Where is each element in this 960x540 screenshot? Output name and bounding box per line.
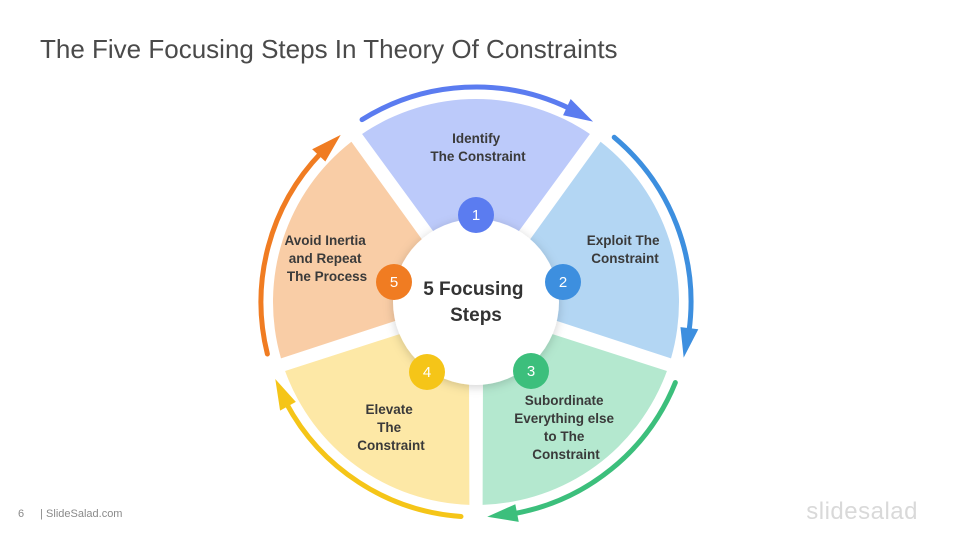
svg-text:1: 1 [472,207,480,224]
number-badges-layer: 1 2 3 4 5 [376,197,581,390]
step-1[interactable]: Identify The Constraint [359,84,594,242]
step-5-arrowhead [312,134,341,162]
step-1-arrow-arc [359,84,573,123]
step-5[interactable]: Avoid Inertia and Repeat The Process [258,134,430,359]
svg-text:2: 2 [559,274,567,291]
footer-site: | SlideSalad.com [40,508,123,520]
center-hub: 5 Focusing Steps [393,219,559,385]
step-3-arrow-arc [510,380,678,517]
step-5-label: Avoid Inertia and Repeat The Process [284,233,369,284]
step-4-label: Elevate The Constraint [357,402,425,453]
step-1-label: Identify The Constraint [430,131,526,164]
slide-title: The Five Focusing Steps In Theory Of Con… [40,34,618,64]
step-2-arrowhead [680,327,699,358]
svg-text:5: 5 [390,274,398,291]
step-5-arrow-arc [258,150,324,357]
step-4-arrowhead [275,379,296,411]
step-1-number-badge: 1 [458,197,494,233]
brand-logo: slidesalad [806,498,918,525]
step-2-number-badge: 2 [545,264,581,300]
step-2[interactable]: Exploit The Constraint [522,134,699,359]
step-3-number-badge: 3 [513,353,549,389]
step-2-arrow-arc [611,134,694,335]
step-5-segment [273,141,430,359]
step-2-segment [522,141,679,359]
page-number: 6 [18,508,25,520]
slide-footer: 6 | SlideSalad.com [18,508,122,520]
step-1-segment [362,99,590,242]
step-2-label: Exploit The Constraint [587,233,664,266]
center-label: 5 Focusing Steps [423,279,529,326]
step-4-arrow-arc [283,400,464,519]
step-4-number-badge: 4 [409,354,445,390]
step-5-number-badge: 5 [376,264,412,300]
step-3-label: Subordinate Everything else to The Const… [514,393,618,462]
svg-text:4: 4 [423,364,431,381]
step-1-arrowhead [563,98,594,122]
step-3-arrowhead [487,504,519,522]
svg-text:3: 3 [527,363,535,380]
